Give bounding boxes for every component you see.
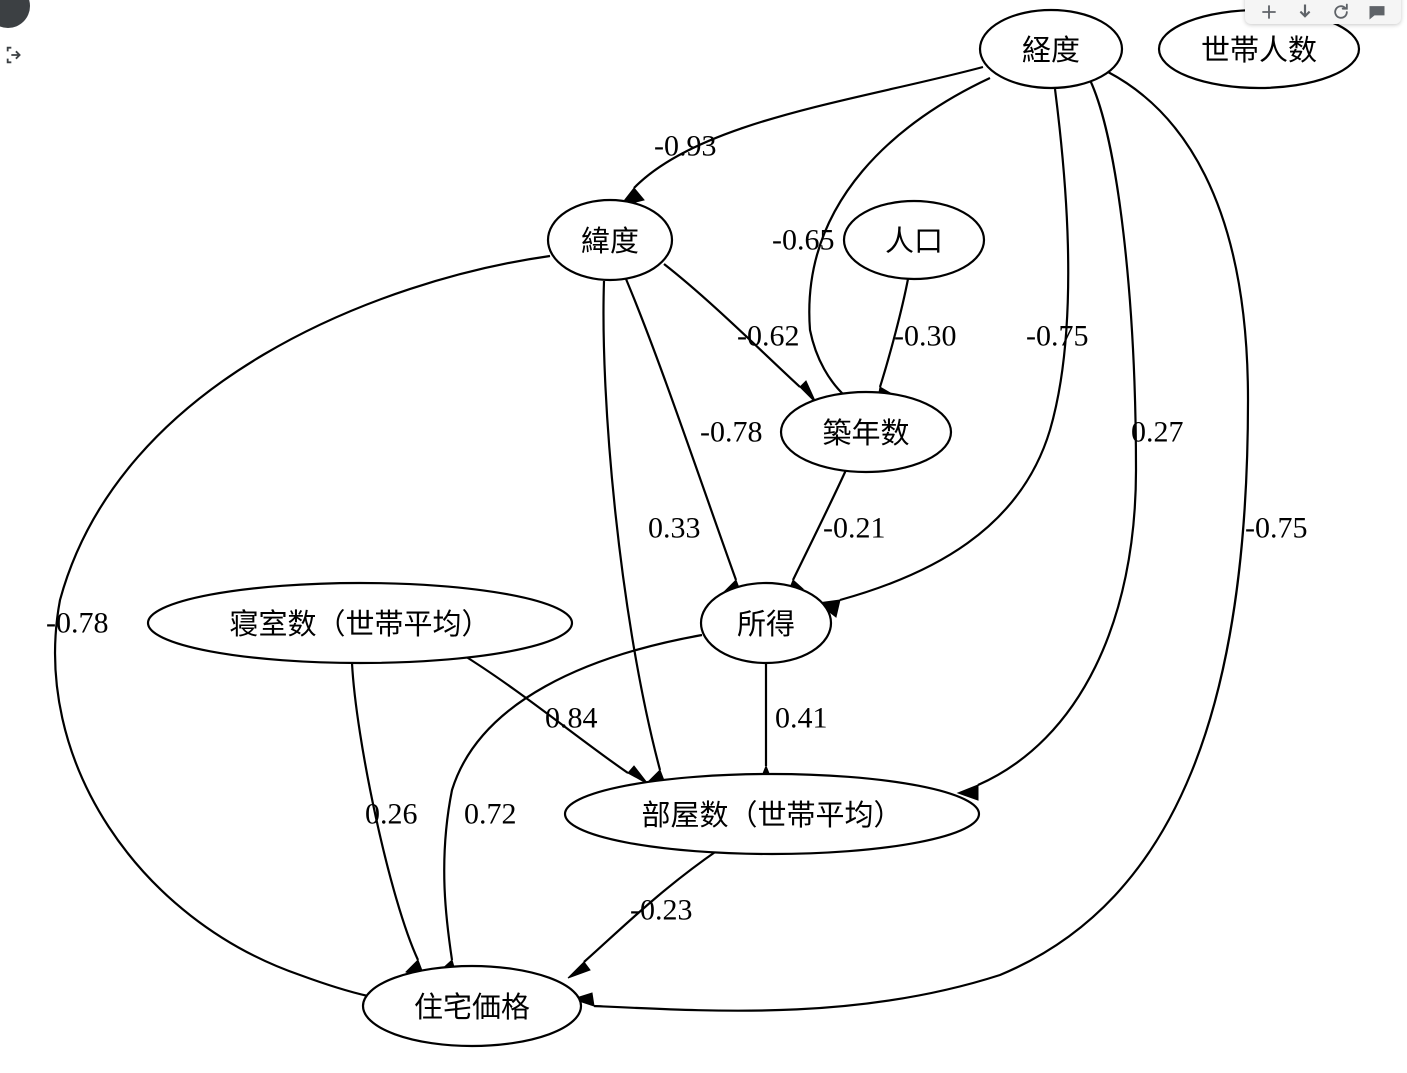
node-label: 住宅価格: [414, 991, 530, 1024]
node-rooms[interactable]: 部屋数（世帯平均）: [563, 772, 981, 856]
edge-income-rooms[interactable]: [757, 663, 775, 787]
edge-weight-label: -0.23: [630, 894, 693, 927]
node-label: 緯度: [581, 225, 639, 258]
edge-weight-label: -0.65: [772, 224, 835, 257]
node-label: 人口: [885, 226, 943, 258]
node-households[interactable]: 世帯人数: [1157, 8, 1361, 90]
download-icon[interactable]: [1295, 2, 1315, 22]
expand-arrow-icon[interactable]: [4, 44, 26, 66]
edge-weight-label: -0.75: [1245, 512, 1308, 545]
node-label: 寝室数（世帯平均）: [229, 608, 490, 641]
node-label: 世帯人数: [1201, 34, 1317, 67]
comment-icon[interactable]: [1367, 2, 1387, 22]
edge-weight-label: 0.72: [464, 798, 517, 831]
floating-toolbar[interactable]: [1245, 0, 1401, 24]
node-label: 経度: [1022, 34, 1080, 67]
node-label: 築年数: [822, 417, 909, 450]
node-label: 部屋数（世帯平均）: [641, 799, 902, 832]
edge-weight-label: -0.78: [46, 607, 109, 640]
node-income[interactable]: 所得: [699, 581, 833, 665]
edge-weight-label: 0.33: [648, 512, 701, 545]
node-house-age[interactable]: 築年数: [779, 390, 953, 474]
edge-weight-label: 0.26: [365, 798, 418, 831]
edge-bedrooms-rooms[interactable]: [459, 652, 649, 785]
edge-weight-label: -0.78: [700, 416, 763, 449]
node-latitude[interactable]: 緯度: [546, 198, 674, 282]
edge-weight-label: 0.84: [545, 702, 598, 735]
edge-longitude-rooms[interactable]: [956, 79, 1138, 801]
add-icon[interactable]: [1259, 2, 1279, 22]
edge-weight-label: 0.27: [1131, 416, 1184, 449]
node-bedrooms[interactable]: 寝室数（世帯平均）: [146, 581, 574, 665]
node-label: 所得: [737, 608, 795, 641]
node-longitude[interactable]: 経度: [978, 8, 1124, 90]
edge-latitude-house-age[interactable]: [663, 263, 817, 404]
edge-weight-label: -0.62: [737, 320, 800, 353]
edge-weight-label: -0.30: [894, 320, 957, 353]
edge-label-layer: -0.93 -0.65 -0.75 0.27 -0.75 -0.62 -0.78…: [46, 130, 1308, 927]
node-price[interactable]: 住宅価格: [361, 964, 583, 1048]
edge-weight-label: -0.75: [1026, 320, 1089, 353]
node-population[interactable]: 人口: [842, 199, 986, 281]
edge-weight-label: 0.41: [775, 702, 828, 735]
edge-longitude-price[interactable]: [571, 71, 1250, 1012]
refresh-icon[interactable]: [1331, 2, 1351, 22]
edge-weight-label: -0.21: [823, 512, 886, 545]
node-layer: 経度 世帯人数 緯度 人口 築年数 所得 寝室数（世帯平均） 部: [146, 8, 1361, 1048]
edge-weight-label: -0.93: [654, 130, 717, 163]
edge-rooms-price[interactable]: [567, 849, 719, 979]
